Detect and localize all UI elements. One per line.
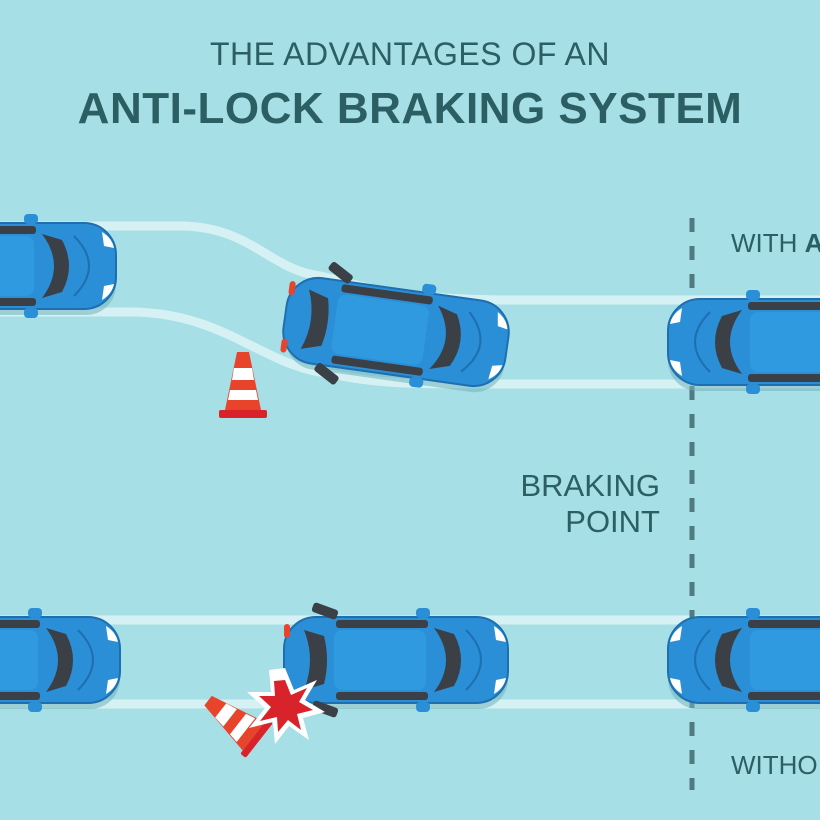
car-top-stopped — [667, 289, 820, 395]
title-line-2: ANTI-LOCK BRAKING SYSTEM — [77, 84, 743, 133]
traffic-cone-icon — [219, 352, 267, 418]
without-abs-label: WITHO — [731, 750, 818, 780]
car-top-start — [0, 213, 117, 319]
car-top-swerving — [276, 261, 516, 401]
knocked-cone-icon — [204, 695, 273, 758]
with-abs-label: WITH A — [731, 228, 820, 259]
with-abs-label-text: WITH A — [731, 228, 820, 258]
braking-point-line1: BRAKING — [520, 468, 660, 503]
braking-point-line2: POINT — [565, 504, 660, 539]
car-bottom-start — [0, 607, 121, 713]
title-line-1: THE ADVANTAGES OF AN — [210, 36, 610, 72]
car-bottom-stopped — [667, 607, 820, 713]
braking-point-label: BRAKING POINT — [520, 468, 660, 540]
car-bottom-skidding — [283, 602, 509, 718]
with-abs-label-emphasis: A — [804, 228, 820, 258]
collision-burst-icon — [247, 668, 325, 744]
